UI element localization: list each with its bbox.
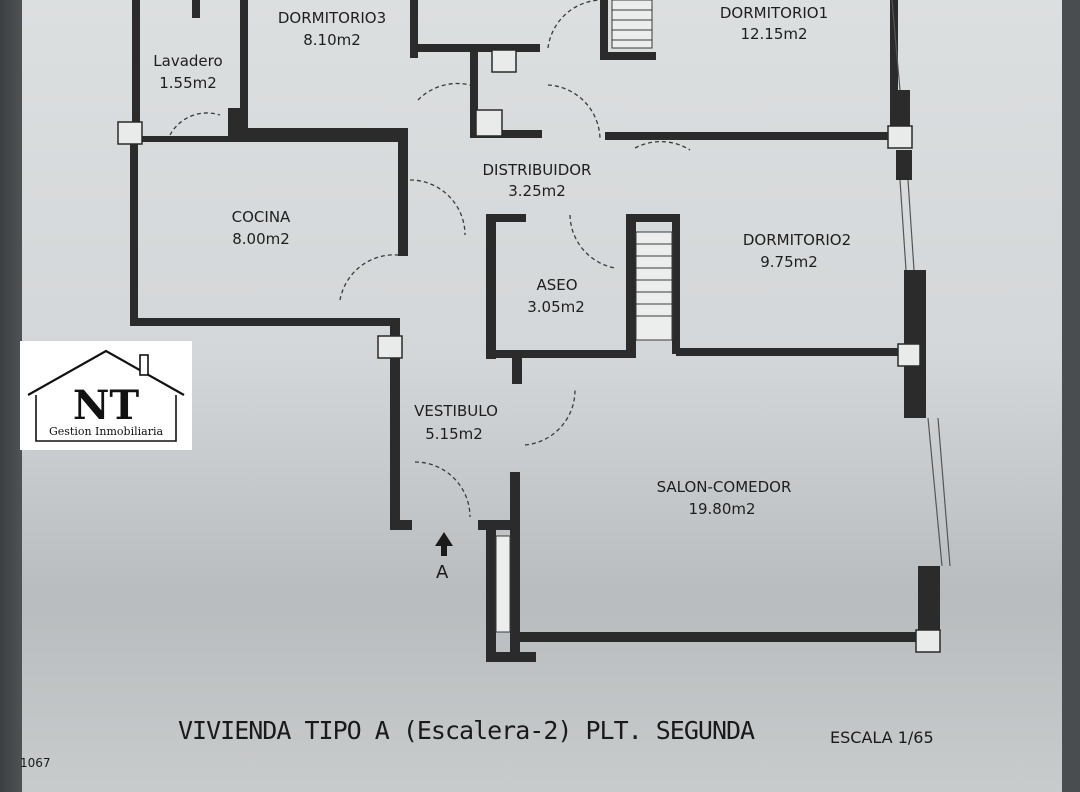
wall [248,128,408,136]
wall [240,0,248,135]
room-name-cocina: COCINA [232,208,291,226]
wall [605,132,890,140]
wall [486,214,526,222]
wall [470,48,478,138]
wall [228,108,248,136]
wall [510,472,520,662]
room-area-dormitorio1: 12.15m2 [740,25,807,43]
wall [676,348,901,356]
logo-mark: NT [73,382,140,429]
room-name-distribuidor: DISTRIBUIDOR [483,161,592,179]
room-name-dormitorio3: DORMITORIO3 [278,9,386,27]
plan-scale: ESCALA 1/65 [830,728,934,747]
image-reference: 1067 [20,756,51,770]
room-name-lavadero: Lavadero [153,52,222,70]
room-area-aseo: 3.05m2 [527,298,585,316]
room-area-cocina: 8.00m2 [232,230,290,248]
windows [891,0,951,567]
entry-label: A [436,562,449,583]
wall [132,0,140,140]
wall [600,52,656,60]
columns [117,49,941,653]
wall [192,0,200,18]
room-area-vestibulo: 5.15m2 [425,425,483,443]
wall [486,350,626,358]
room-area-lavadero: 1.55m2 [159,74,217,92]
wall [470,130,542,138]
wall [390,520,412,530]
wall [636,214,678,222]
wall [512,358,522,384]
wall [892,90,910,130]
wall [130,136,138,326]
wall [600,0,608,58]
wall [486,520,496,662]
room-name-vestibulo: VESTIBULO [414,402,498,420]
room-area-dormitorio2: 9.75m2 [760,253,818,271]
room-name-dormitorio2: DORMITORIO2 [743,231,851,249]
wall [896,150,912,180]
wall [410,0,418,58]
wall [890,0,898,140]
logo-text: Gestion Inmobiliaria [49,425,163,438]
wall [626,214,636,358]
wall [486,652,536,662]
room-name-dormitorio1: DORMITORIO1 [720,4,828,22]
wall [130,318,400,326]
room-name-aseo: ASEO [536,276,577,294]
wall [520,632,920,642]
room-area-salon-comedor: 19.80m2 [688,500,755,518]
wall [672,214,680,354]
room-area-distribuidor: 3.25m2 [508,182,566,200]
house-logo-icon: NT Gestion Inmobiliaria [27,349,185,442]
wall [140,136,405,142]
stairs [495,0,673,633]
company-logo: NT Gestion Inmobiliaria [20,341,192,450]
wall [918,566,940,636]
wall [478,520,518,530]
wall [390,318,400,528]
walls [130,0,940,662]
room-labels: DORMITORIO3 8.10m2 DORMITORIO1 12.15m2 L… [153,4,851,518]
plan-title: VIVIENDA TIPO A (Escalera-2) PLT. SEGUND… [178,716,755,745]
doors [169,0,691,518]
wall [398,136,408,256]
entry-arrow [435,532,453,556]
room-area-dormitorio3: 8.10m2 [303,31,361,49]
wall [486,214,496,359]
room-name-salon-comedor: SALON-COMEDOR [657,478,792,496]
